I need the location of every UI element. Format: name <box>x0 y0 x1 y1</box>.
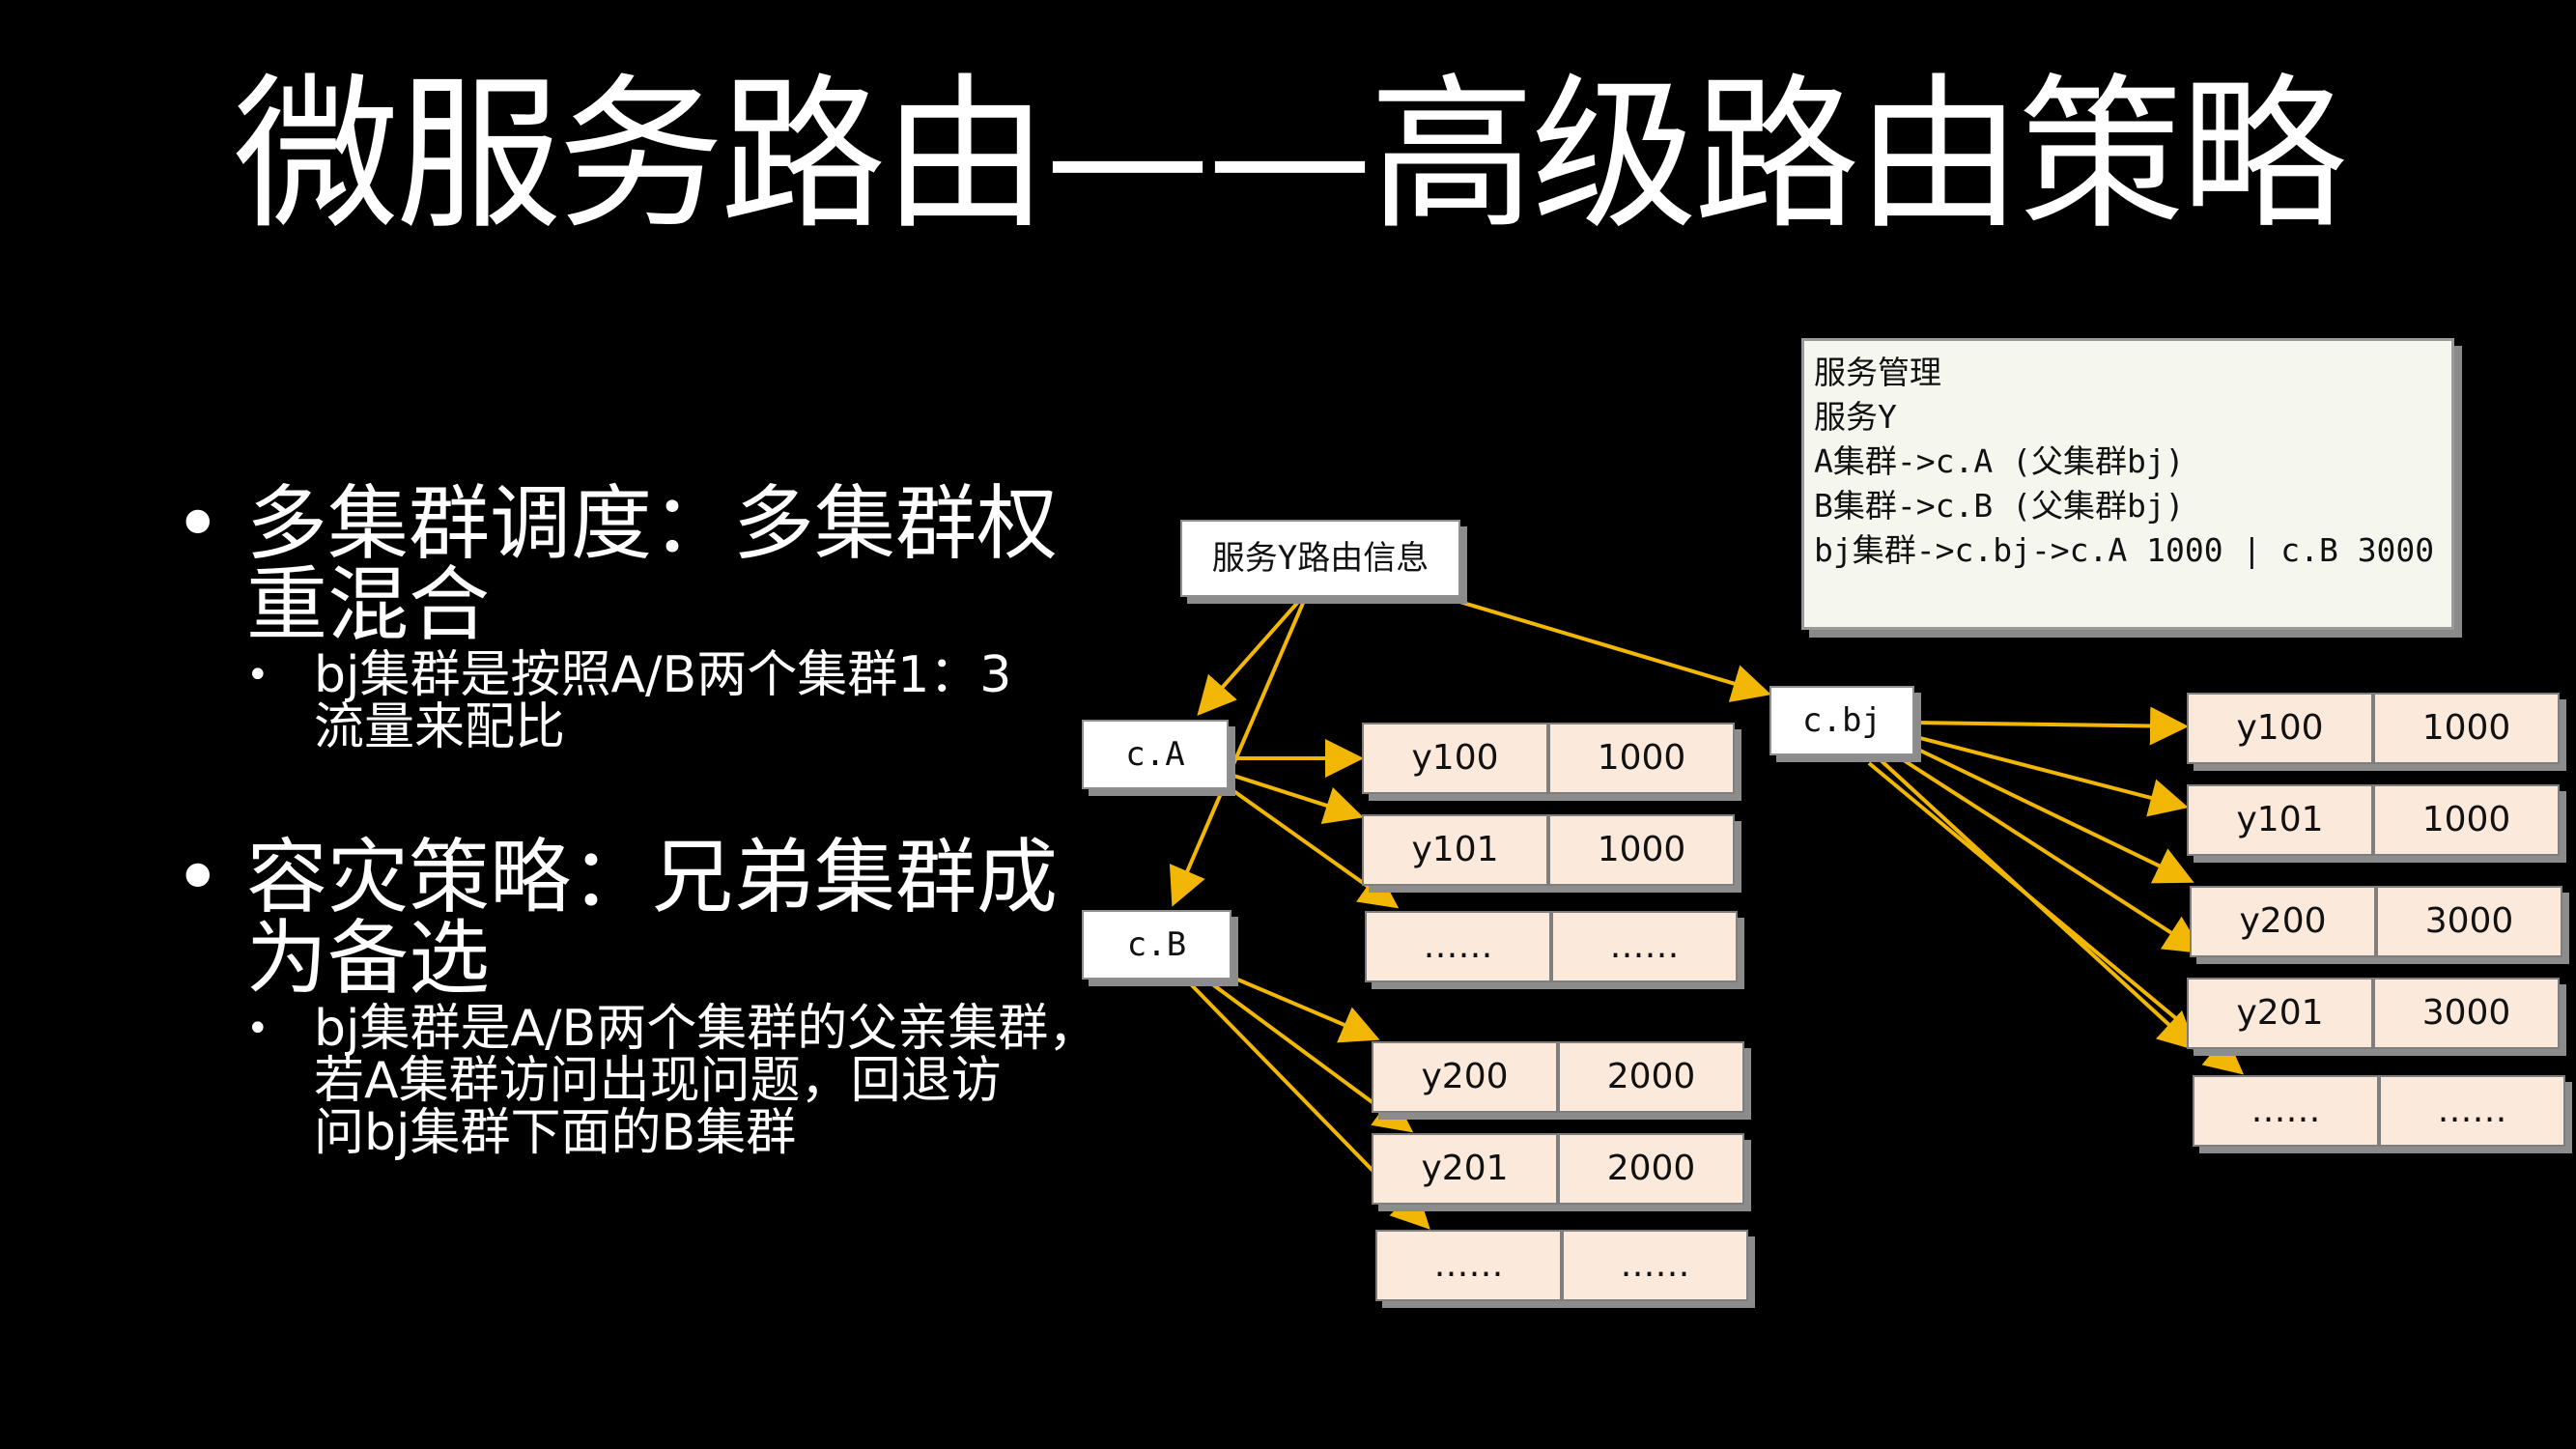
box-line: 服务管理 <box>1814 354 1941 391</box>
arrow-route-to-cA <box>1197 599 1301 716</box>
table-a-cell: y100 <box>1362 723 1548 794</box>
route-info-node: 服务Y路由信息 <box>1180 520 1460 597</box>
bullet-disaster-recovery: • 容灾策略：兄弟集群成 为备选 <box>174 837 1159 999</box>
arrow-cbj-y201 <box>1891 752 2204 954</box>
arrow-cbj-more <box>1867 761 2245 1075</box>
table-bj-cell: 3000 <box>2373 978 2560 1049</box>
sub-bullet-ratio: • bj集群是按照A/B两个集群1：3 流量来配比 <box>174 649 1159 753</box>
table-bj-cell: y101 <box>2187 784 2373 856</box>
table-bj-cell: y200 <box>2190 886 2376 957</box>
table-a-cell: 1000 <box>1548 723 1735 794</box>
bullet-text-line: 容灾策略：兄弟集群成 <box>246 830 1059 924</box>
table-b-cell: …… <box>1562 1230 1748 1301</box>
box-line: 服务Y <box>1814 398 1897 436</box>
arrow-cbj-y200 <box>1910 744 2194 884</box>
bullet-text-line: 多集群调度：多集群权 <box>246 476 1059 571</box>
sub-bullet-dot: • <box>246 653 269 697</box>
table-b-cell: 2000 <box>1558 1133 1744 1205</box>
bullet-multi-cluster: • 多集群调度：多集群权 重混合 <box>174 483 1159 645</box>
box-line: B集群->c.B (父集群bj) <box>1814 487 2185 525</box>
sub-bullet-line: bj集群是按照A/B两个集群1：3 <box>314 646 1012 704</box>
table-bj-cell: …… <box>2193 1075 2379 1147</box>
table-b-cell: y200 <box>1372 1041 1558 1113</box>
table-bj-cell: y100 <box>2187 693 2373 764</box>
table-bj-cell: 1000 <box>2373 784 2560 856</box>
box-line: bj集群->c.bj->c.A 1000 | c.B 3000 <box>1814 531 2435 569</box>
sub-bullet-line: 流量来配比 <box>314 698 566 756</box>
table-b-cell: 2000 <box>1558 1041 1744 1113</box>
service-management-box: 服务管理 服务Y A集群->c.A (父集群bj) B集群->c.B (父集群b… <box>1801 338 2454 630</box>
box-line: A集群->c.A (父集群bj) <box>1814 442 2185 480</box>
bullet-dot: • <box>174 830 222 924</box>
bullet-list: • 多集群调度：多集群权 重混合 • bj集群是按照A/B两个集群1：3 流量来… <box>174 483 1159 1159</box>
table-a-cell: …… <box>1365 911 1551 982</box>
sub-bullet-dot: • <box>246 1007 269 1051</box>
cluster-cA-node: c.A <box>1082 720 1229 789</box>
arrow-route-to-cB <box>1169 600 1306 907</box>
table-bj-cell: 1000 <box>2373 693 2560 764</box>
bullet-text-line: 为备选 <box>246 911 491 1006</box>
arrow-cbj-y100 <box>1911 706 2189 746</box>
cluster-cbj-node: c.bj <box>1769 686 1914 755</box>
sub-bullet-line: bj集群是A/B两个集群的父亲集群， <box>314 1000 1099 1058</box>
cluster-cB-node: c.B <box>1082 910 1231 980</box>
table-b-cell: y201 <box>1372 1133 1558 1205</box>
bullet-dot: • <box>174 476 222 571</box>
arrow-cbj-y101 <box>1911 734 2189 817</box>
arrow-cB-y200 <box>1228 974 1380 1043</box>
table-a-cell: y101 <box>1362 814 1548 886</box>
sub-bullet-fallback: • bj集群是A/B两个集群的父亲集群， 若A集群访问出现问题，回退访 问bj集… <box>174 1003 1159 1159</box>
table-a-cell: 1000 <box>1548 814 1735 886</box>
bullet-text-line: 重混合 <box>246 557 491 652</box>
arrow-cA-y101 <box>1224 771 1364 825</box>
table-b-cell: …… <box>1375 1230 1562 1301</box>
sub-bullet-line: 问bj集群下面的B集群 <box>314 1104 797 1162</box>
table-bj-cell: y201 <box>2187 978 2373 1049</box>
table-bj-cell: …… <box>2379 1075 2565 1147</box>
table-bj-cell: 3000 <box>2376 886 2562 957</box>
arrow-route-to-cbj <box>1456 599 1771 702</box>
table-a-cell: …… <box>1551 911 1738 982</box>
page-title: 微服务路由——高级路由策略 <box>233 58 2347 252</box>
sub-bullet-line: 若A集群访问出现问题，回退访 <box>314 1052 1002 1110</box>
